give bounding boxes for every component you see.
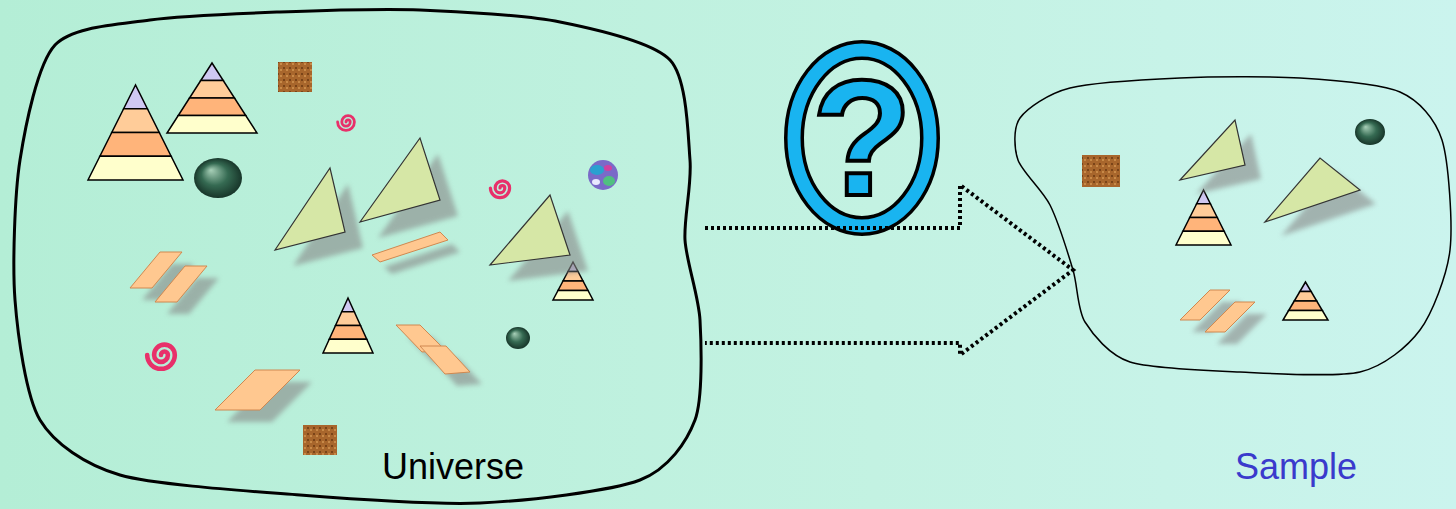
triangle: [360, 138, 440, 222]
blob-outline: [1015, 77, 1451, 375]
region-name: Sample: [1235, 446, 1357, 487]
region-blob: Universe: [5, 2, 705, 507]
blob-outline: [14, 10, 701, 504]
brown-square: [1082, 155, 1120, 187]
pyramid: [167, 63, 257, 133]
spiral: [490, 181, 509, 198]
colour-ball: [588, 160, 618, 190]
sphere: [1355, 119, 1385, 145]
pyramid: [1283, 282, 1328, 320]
triangle: [1180, 120, 1245, 180]
triangle: [490, 195, 570, 265]
shadow: [142, 244, 1267, 422]
question-mark: ?: [787, 48, 937, 228]
spiral: [338, 116, 355, 131]
sphere: [506, 327, 530, 349]
blob-outline: [5, 2, 705, 507]
triangle: [275, 168, 345, 250]
region-blob: Sample: [1015, 72, 1452, 377]
parallelogram: [130, 232, 1255, 410]
sphere: [194, 158, 242, 198]
pyramid: [323, 298, 373, 353]
triangle: [1265, 158, 1360, 222]
region-name: Universe: [382, 446, 524, 487]
spiral: [147, 345, 175, 369]
brown-square: [278, 62, 312, 92]
pyramid: [1176, 190, 1231, 245]
brown-square: [303, 425, 337, 455]
blob-outline: [1015, 72, 1452, 377]
